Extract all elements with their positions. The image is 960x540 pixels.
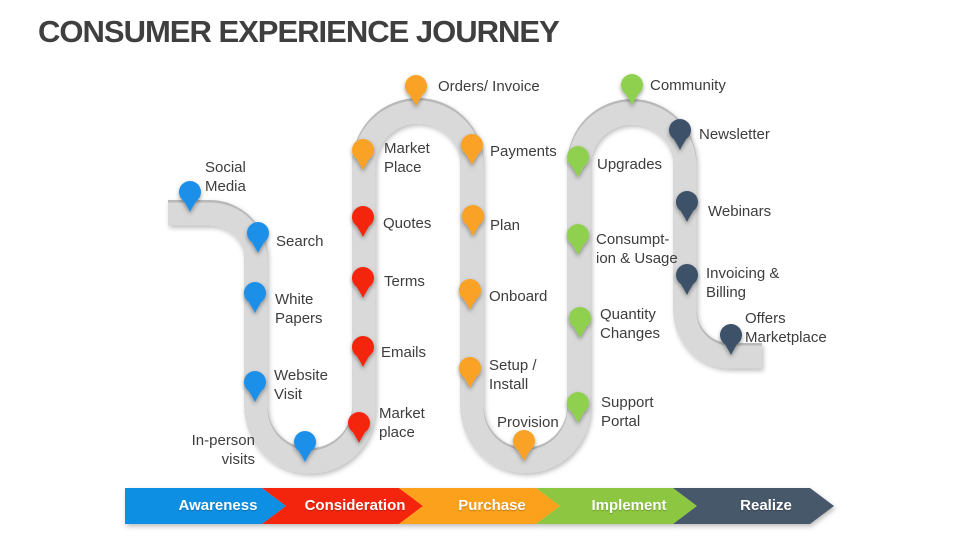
website-visit-label: Website Visit — [274, 367, 328, 403]
marketplace-label: Market place — [379, 405, 425, 441]
realize-arrow — [673, 488, 834, 524]
search-label: Search — [276, 233, 324, 250]
webinars-label: Webinars — [708, 203, 772, 220]
purchase-arrow — [399, 488, 560, 524]
orders-invoice-label: Orders/ Invoice — [438, 78, 540, 95]
consumption-usage-label: Consumpt- ion & Usage — [596, 231, 678, 267]
support-portal-label: Support Portal — [601, 394, 654, 430]
newsletter-label: Newsletter — [699, 126, 770, 143]
consideration-phase-label: Consideration — [304, 497, 406, 514]
awareness-arrow — [125, 488, 286, 524]
upgrades-label: Upgrades — [597, 156, 663, 173]
implement-arrow — [536, 488, 697, 524]
implement-phase-label: Implement — [591, 497, 667, 514]
page-title: CONSUMER EXPERIENCE JOURNEY — [38, 14, 560, 49]
purchase-phase-label: Purchase — [458, 497, 526, 514]
awareness-phase-label: Awareness — [178, 497, 258, 514]
white-papers-label: White Papers — [275, 291, 323, 327]
consideration-arrow — [262, 488, 423, 524]
onboard-label: Onboard — [489, 288, 548, 305]
community-label: Community — [650, 77, 726, 94]
market-place-label: Market Place — [384, 140, 430, 176]
in-person-visits-label: In-person visits — [191, 432, 255, 468]
setup-install-label: Setup / Install — [489, 357, 537, 393]
invoicing-billing-label: Invoicing & Billing — [706, 265, 780, 301]
plan-label: Plan — [490, 217, 521, 234]
terms-label: Terms — [384, 273, 425, 290]
offers-marketplace-label: Offers Marketplace — [745, 310, 827, 346]
social-media-label: Social Media — [205, 159, 246, 195]
phase-arrow-bar — [125, 488, 834, 524]
emails-label: Emails — [381, 344, 427, 361]
provision-label: Provision — [497, 414, 559, 431]
quantity-changes-label: Quantity Changes — [600, 306, 661, 342]
quotes-label: Quotes — [383, 215, 432, 232]
realize-phase-label: Realize — [740, 497, 792, 514]
payments-label: Payments — [490, 143, 557, 160]
